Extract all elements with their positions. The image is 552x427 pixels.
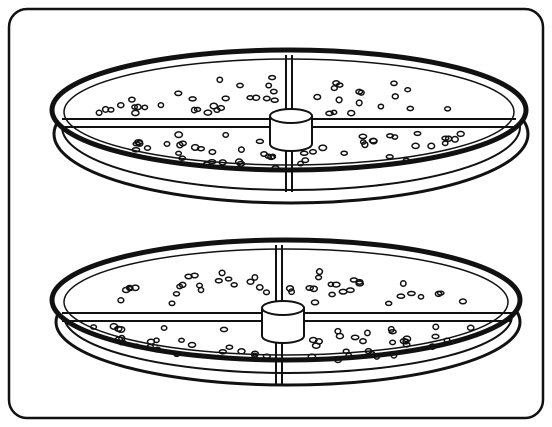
lower-dish <box>52 240 520 385</box>
upper-dish-hub <box>270 109 312 151</box>
lower-dish-hub <box>262 301 304 343</box>
upper-dish <box>52 50 528 203</box>
